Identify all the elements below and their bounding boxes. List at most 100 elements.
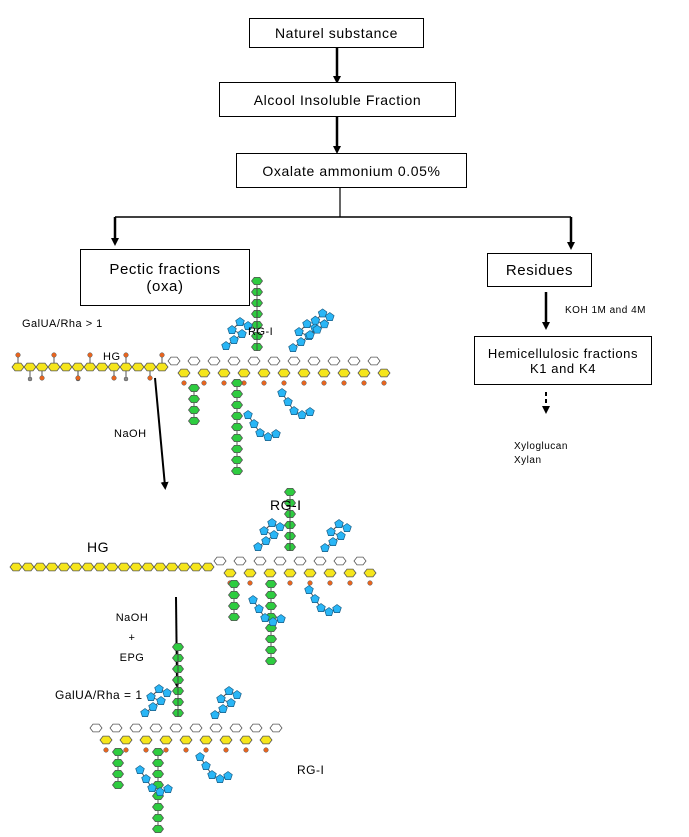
rhamnose-residue (207, 356, 221, 366)
galacturonic-acid-residue (119, 362, 133, 372)
galactose-residue (264, 591, 278, 599)
hemicellulosic-box: Hemicellulosic fractions K1 and K4 (474, 336, 652, 385)
arabinose-residue (324, 607, 334, 616)
rhamnose-residue (287, 356, 301, 366)
arabinose-residue (263, 432, 273, 441)
galacturonic-acid-residue (141, 562, 155, 572)
natural-substance-box: Naturel substance (249, 18, 424, 48)
pectin-structure-after-naoh (9, 487, 377, 665)
galactose-residue (283, 487, 297, 497)
pectic-fractions-box: Pectic fractions (oxa) (80, 249, 250, 306)
xyloglucan-label: Xyloglucan (514, 441, 568, 452)
galacturonic-acid-residue (69, 562, 83, 572)
arabinose-residue (235, 317, 245, 326)
galacturonic-acid-residue (259, 735, 273, 745)
galactose-residue (264, 602, 278, 610)
methyl-ester (181, 380, 187, 386)
galacturonic-acid-residue (337, 368, 351, 378)
pectin-structure-full (11, 276, 391, 476)
arabinose-residue (261, 536, 271, 545)
galacturonic-acid-residue (217, 368, 231, 378)
galacturonic-acid-residue (11, 362, 25, 372)
galacturonic-acid-residue (199, 735, 213, 745)
rhamnose-residue (209, 723, 223, 733)
alcohol-insoluble-box: Alcool Insoluble Fraction (219, 82, 456, 117)
methyl-ester (201, 380, 207, 386)
galacturonic-acid-residue (105, 562, 119, 572)
arabinose-residue (332, 604, 342, 613)
galua-rha-ratio-gt1: GalUA/Rha > 1 (22, 318, 103, 330)
methyl-ester (307, 580, 313, 586)
rhamnose-residue (247, 356, 261, 366)
galacturonic-acid-residue (107, 362, 121, 372)
galactose-residue (111, 748, 125, 756)
arabinose-residue (232, 690, 242, 699)
rhamnose-residue (213, 556, 227, 566)
galacturonic-acid-residue (189, 562, 203, 572)
arabinose-residue (271, 429, 281, 438)
arabinose-residue (259, 526, 269, 535)
arabinose-residue (254, 604, 264, 613)
galacturonic-acid-residue (57, 562, 71, 572)
arabinose-residue (156, 696, 166, 705)
galacturonic-acid-residue (243, 568, 257, 578)
galacturonic-acid-residue (93, 562, 107, 572)
galactose-residue (250, 276, 264, 286)
galacturonic-acid-residue (81, 562, 95, 572)
galactose-residue (227, 580, 241, 588)
galacturonic-acid-residue (95, 362, 109, 372)
arabinose-residue (248, 595, 258, 604)
rhamnose-residue (227, 356, 241, 366)
arabinose-residue (223, 771, 233, 780)
arabinose-residue (229, 335, 239, 344)
galacturonic-acid-residue (303, 568, 317, 578)
methyl-ester (381, 380, 387, 386)
arabinose-residue (215, 774, 225, 783)
methyl-ester (247, 580, 253, 586)
galacturonic-acid-residue (343, 568, 357, 578)
arabinose-residue (275, 522, 285, 531)
methyl-ester (321, 380, 327, 386)
residues-label: Residues (505, 261, 574, 279)
galacturonic-acid-residue (283, 568, 297, 578)
naoh-epg-line1: NaOH (115, 612, 149, 624)
galacturonic-acid-residue (297, 368, 311, 378)
methyl-ester (341, 380, 347, 386)
naoh-epg-label: NaOH + EPG (112, 608, 152, 668)
galacturonic-acid-residue (177, 368, 191, 378)
pectic-fractions-oxa: (oxa) (146, 277, 184, 295)
arabinose-residue (226, 698, 236, 707)
galactose-residue (187, 416, 200, 426)
arabinose-residue (328, 537, 338, 546)
rhamnose-residue (367, 356, 381, 366)
galacturonic-acid-residue (33, 562, 47, 572)
arabinose-residue (243, 321, 253, 330)
arabinose-residue (146, 692, 156, 701)
galacturonic-acid-residue (257, 368, 271, 378)
galactose-residue (111, 781, 125, 789)
galacturonic-acid-residue (143, 362, 157, 372)
galacturonic-acid-residue (23, 362, 37, 372)
galacturonic-acid-residue (9, 562, 23, 572)
galacturonic-acid-residue (377, 368, 391, 378)
rhamnose-residue (333, 556, 347, 566)
arabinose-residue (224, 686, 234, 695)
methyl-ester (327, 580, 333, 586)
methyl-ester (347, 580, 353, 586)
rhamnose-residue (249, 723, 263, 733)
rhamnose-residue (307, 356, 321, 366)
galacturonic-acid-residue (177, 562, 191, 572)
galactose-residue (111, 759, 125, 767)
rhamnose-residue (189, 723, 203, 733)
methyl-ester (15, 352, 21, 358)
arabinose-residue (269, 530, 279, 539)
arabinose-residue (163, 784, 173, 793)
galactose-residue (151, 814, 165, 822)
galactose-residue (151, 759, 165, 767)
alcohol-insoluble-label: Alcool Insoluble Fraction (253, 91, 422, 108)
arabinose-residue (294, 327, 304, 336)
arabinose-residue (201, 761, 211, 770)
xylan-label: Xylan (514, 455, 542, 466)
galacturonic-acid-residue (277, 368, 291, 378)
arabinose-residue (325, 312, 335, 321)
